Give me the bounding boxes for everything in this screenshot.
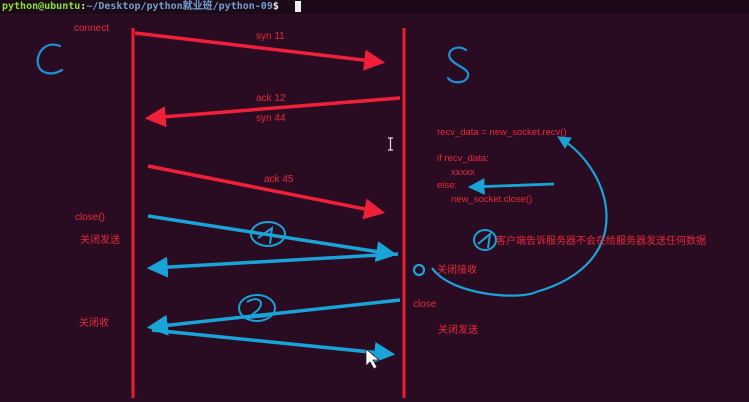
syn-arrow bbox=[134, 31, 386, 71]
step-1-circle bbox=[250, 221, 286, 247]
ack-45-label: ack 45 bbox=[264, 174, 294, 185]
recv-loop-curve bbox=[535, 136, 608, 294]
shell-prompt: python@ubuntu:~/Desktop/python就业班/python… bbox=[2, 0, 279, 13]
client-close-send-label: 关闭发送 bbox=[80, 235, 120, 246]
code-line-if: if recv_data: bbox=[437, 153, 489, 164]
ack-4-arrow bbox=[151, 328, 396, 363]
ack-2-arrow bbox=[146, 252, 399, 278]
prompt-symbol: $ bbox=[272, 1, 279, 12]
syn-11-label: syn 11 bbox=[256, 31, 285, 42]
code-line-body: xxxxx bbox=[451, 167, 475, 178]
mouse-pointer-icon bbox=[365, 348, 381, 370]
text-ibeam-icon bbox=[388, 137, 393, 151]
step-2-circle bbox=[238, 294, 276, 322]
step-3-mark bbox=[477, 231, 492, 249]
ack-12-label: ack 12 bbox=[256, 93, 286, 104]
terminal-title-bar bbox=[0, 0, 749, 14]
code-line-else: else: bbox=[437, 180, 458, 191]
step-2-mark bbox=[244, 298, 269, 320]
fin-1-arrow bbox=[147, 214, 398, 262]
ack-arrow bbox=[147, 164, 386, 220]
code-line-close: new_socket.close() bbox=[451, 194, 533, 205]
server-close-send-label: 关闭发送 bbox=[438, 325, 478, 336]
fin-3-arrow bbox=[146, 298, 401, 336]
step-1-mark bbox=[257, 225, 274, 245]
server-close-recv-label: 关闭接收 bbox=[437, 265, 477, 276]
prompt-user: python@ubuntu bbox=[2, 1, 81, 12]
server-dot bbox=[412, 263, 426, 277]
code-line-recv: recv_data = new_socket.recv() bbox=[437, 127, 567, 138]
recv-loop-tail bbox=[431, 267, 537, 297]
ack-syn-arrow bbox=[144, 96, 401, 128]
else-pointer-arrow bbox=[467, 178, 555, 195]
close-call-label: close() bbox=[75, 212, 106, 223]
text-cursor bbox=[295, 1, 301, 12]
server-close-label: close bbox=[413, 299, 437, 310]
step-3-circle bbox=[473, 229, 497, 251]
syn-44-label: syn 44 bbox=[256, 113, 286, 124]
client-close-recv-label: 关闭收 bbox=[79, 318, 109, 329]
client-tells-server-label: 客户端告诉服务器不会在给服务器发送任何数据 bbox=[496, 236, 706, 247]
client-letter-c bbox=[36, 43, 64, 75]
prompt-path: ~/Desktop/python就业班/python-09 bbox=[86, 1, 273, 12]
prompt-colon: : bbox=[80, 1, 87, 12]
connect-label: connect bbox=[74, 23, 110, 34]
server-letter-s bbox=[446, 46, 470, 84]
